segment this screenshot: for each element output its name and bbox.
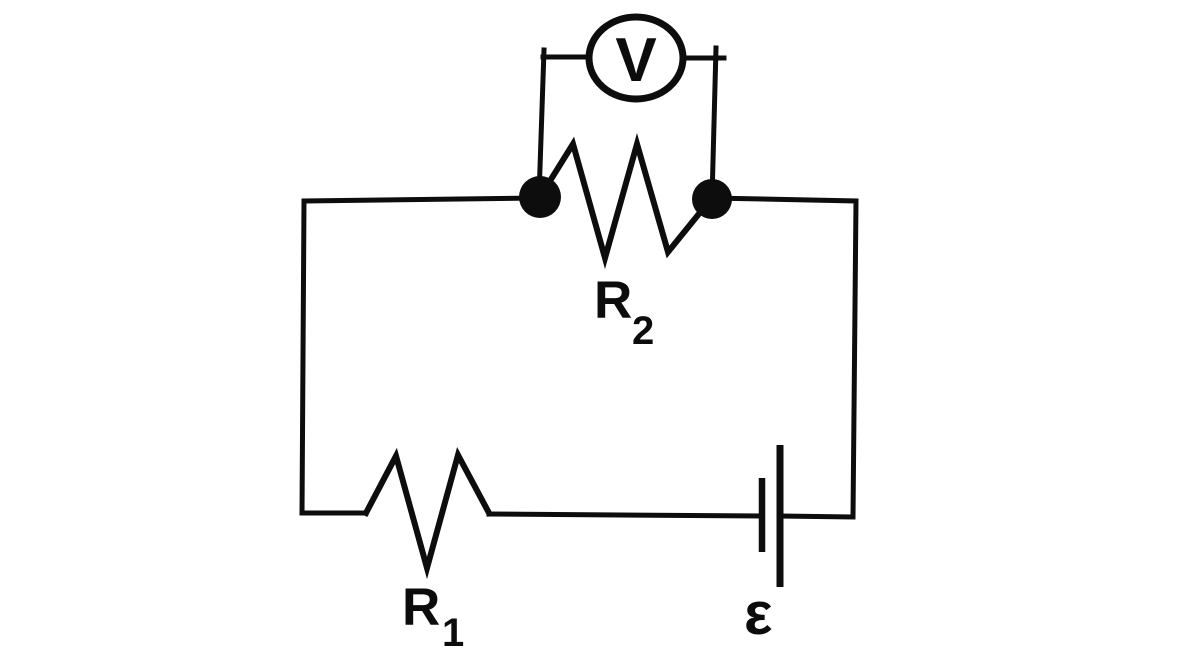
battery: ε bbox=[744, 445, 784, 647]
voltmeter-lead-left-vertical bbox=[536, 47, 547, 200]
voltmeter: V bbox=[585, 13, 687, 103]
voltmeter-body bbox=[585, 13, 687, 103]
main-loop-wires bbox=[299, 195, 859, 520]
resistor-r1-label: R bbox=[402, 578, 440, 637]
junction-dot-left bbox=[519, 176, 561, 218]
wire-bottom-right bbox=[486, 511, 765, 519]
wire-left-loop bbox=[299, 195, 543, 516]
resistor-r1-subscript: 1 bbox=[442, 611, 464, 655]
voltmeter-leads bbox=[536, 45, 727, 202]
resistor-r2-subscript: 2 bbox=[632, 309, 654, 353]
resistor-r1-zigzag bbox=[361, 446, 494, 580]
voltmeter-lead-right-vertical bbox=[709, 45, 719, 202]
resistor-r2-zigzag bbox=[535, 133, 716, 270]
resistor-r2-label: R bbox=[594, 271, 632, 330]
wire-right-loop bbox=[710, 195, 859, 520]
battery-emf-label: ε bbox=[744, 580, 772, 647]
junction-dot-right bbox=[692, 179, 732, 219]
resistor-r2: R 2 bbox=[535, 133, 716, 353]
junctions bbox=[519, 176, 732, 219]
voltmeter-label: V bbox=[615, 26, 656, 95]
resistor-r1: R 1 bbox=[361, 446, 494, 655]
